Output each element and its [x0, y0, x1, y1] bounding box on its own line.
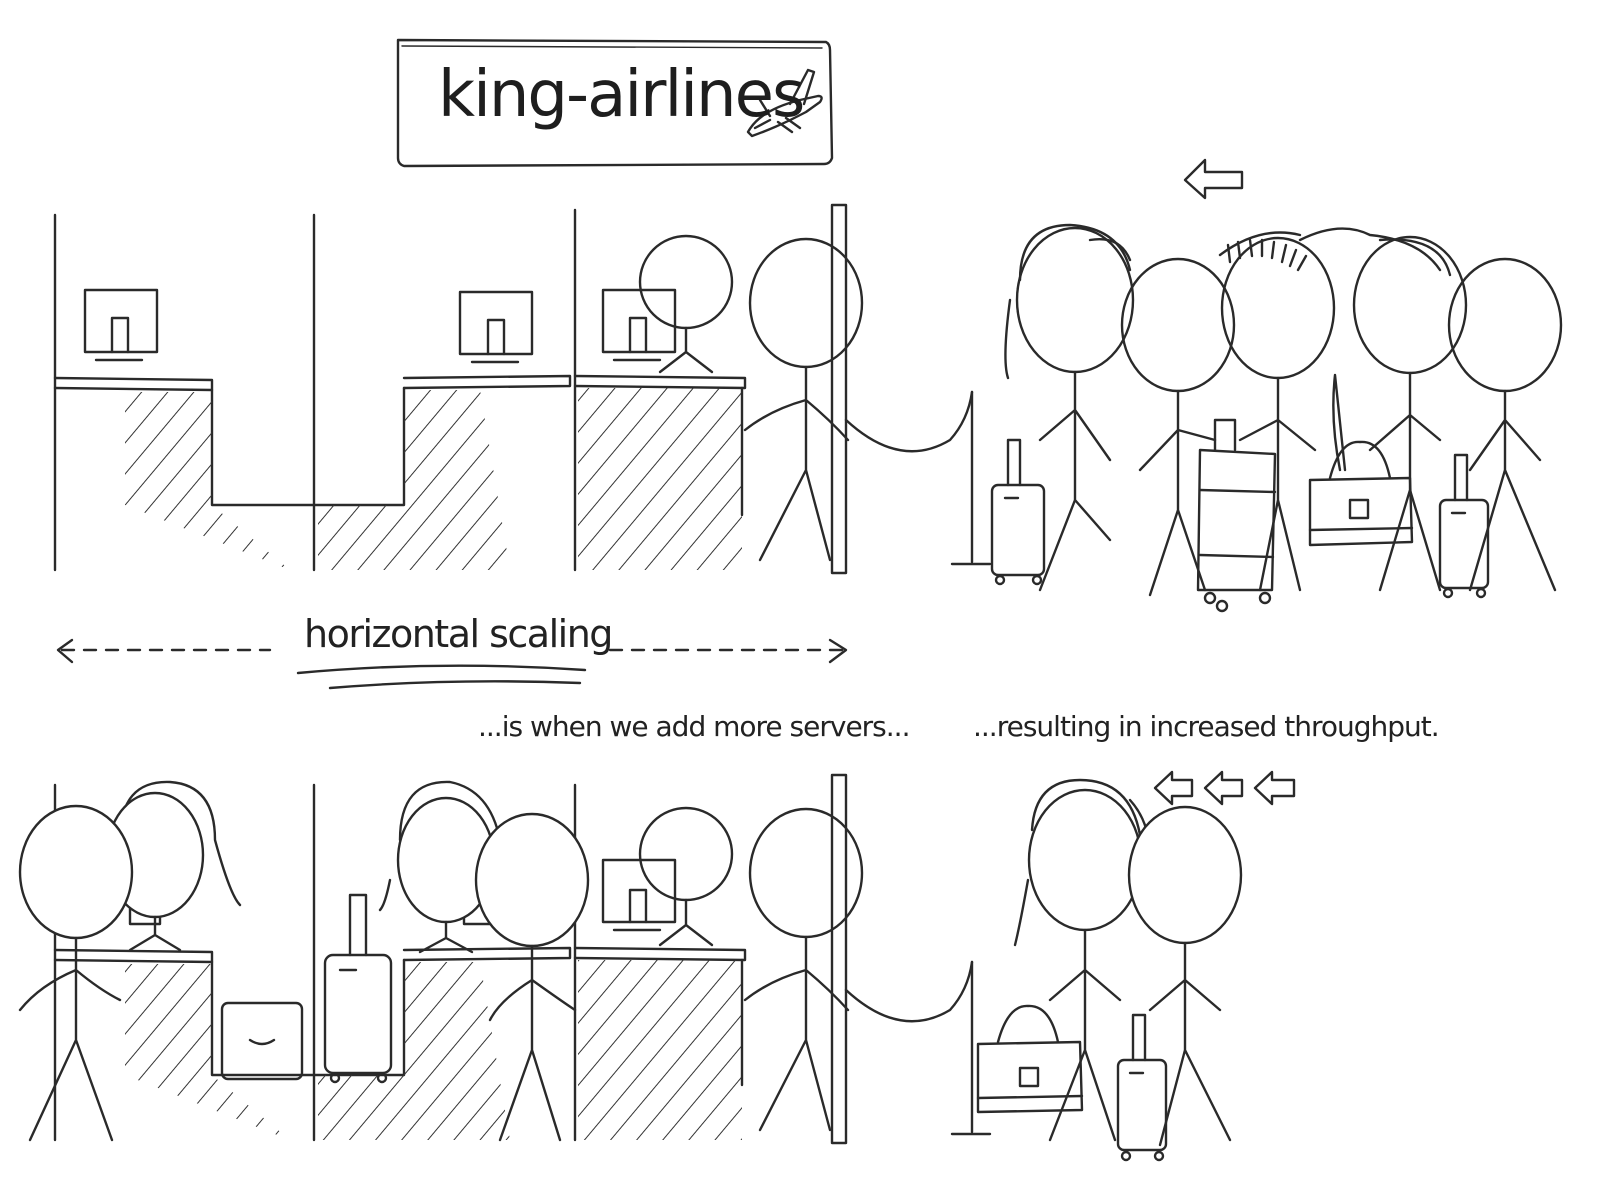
- queue-rope-top: [846, 392, 990, 564]
- luggage-at-counters-bottom: [222, 895, 391, 1082]
- caption-throughput: ...resulting in increased throughput.: [973, 710, 1439, 743]
- triple-left-arrow-icon: [1155, 772, 1294, 804]
- caption-servers: ...is when we add more servers...: [478, 710, 909, 743]
- counters-top: [55, 205, 846, 573]
- left-arrow-icon: [1185, 160, 1242, 198]
- crowd-queue-bottom: [1015, 780, 1241, 1145]
- sign-title: king-airlines: [438, 58, 803, 132]
- crowd-queue-top: [1005, 225, 1561, 595]
- luggage-top: [992, 420, 1488, 611]
- traveler-at-counter-top: [745, 239, 862, 560]
- scaling-label: horizontal scaling: [304, 612, 612, 656]
- queue-rope-bottom: [846, 962, 990, 1134]
